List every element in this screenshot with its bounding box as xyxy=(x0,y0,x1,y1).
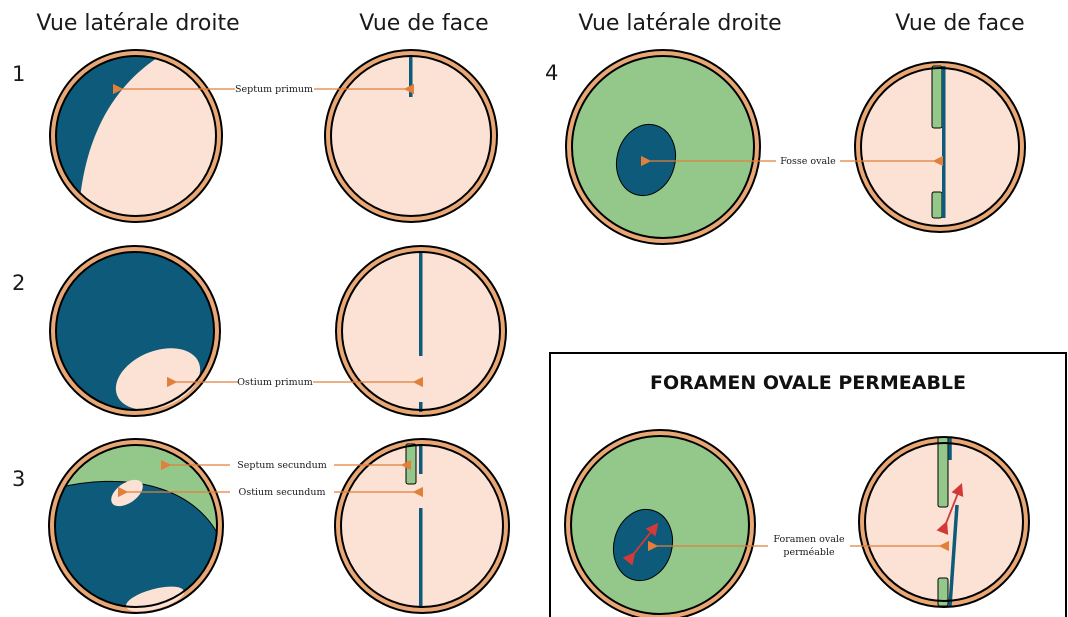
step4-front-view xyxy=(855,62,1025,232)
inset-lateral-view xyxy=(565,430,755,617)
step-number-2: 2 xyxy=(12,271,25,295)
ostium-secundum-label: Ostium secundum xyxy=(239,487,326,498)
step2-front-view xyxy=(336,246,506,416)
septum-secundum-label: Septum secundum xyxy=(237,460,326,471)
header-left-face: Vue de face xyxy=(359,11,488,36)
header-left-lateral: Vue latérale droite xyxy=(36,11,239,36)
header-right-lateral: Vue latérale droite xyxy=(578,11,781,36)
ostium-primum-label: Ostium primum xyxy=(237,377,312,388)
step1-lateral-view xyxy=(40,40,222,230)
inset-front-view xyxy=(859,437,1029,607)
step-number-4: 4 xyxy=(545,61,558,85)
inset-title: FORAMEN OVALE PERMEABLE xyxy=(650,372,966,394)
header-right-face: Vue de face xyxy=(895,11,1024,36)
step2-lateral-view xyxy=(50,246,220,421)
foramen-inset-panel: FORAMEN OVALE PERMEABLE Foramen ovale pe… xyxy=(550,353,1066,617)
step1-front-view xyxy=(325,50,497,222)
fosse-ovale-label: Fosse ovale xyxy=(780,156,836,167)
foramen-label-line2: perméable xyxy=(783,547,835,558)
step-number-3: 3 xyxy=(12,467,25,491)
step4-lateral-view xyxy=(566,50,760,244)
foramen-label-line1: Foramen ovale xyxy=(773,534,845,545)
septum-primum-label: Septum primum xyxy=(235,84,313,95)
step-number-1: 1 xyxy=(12,62,25,86)
